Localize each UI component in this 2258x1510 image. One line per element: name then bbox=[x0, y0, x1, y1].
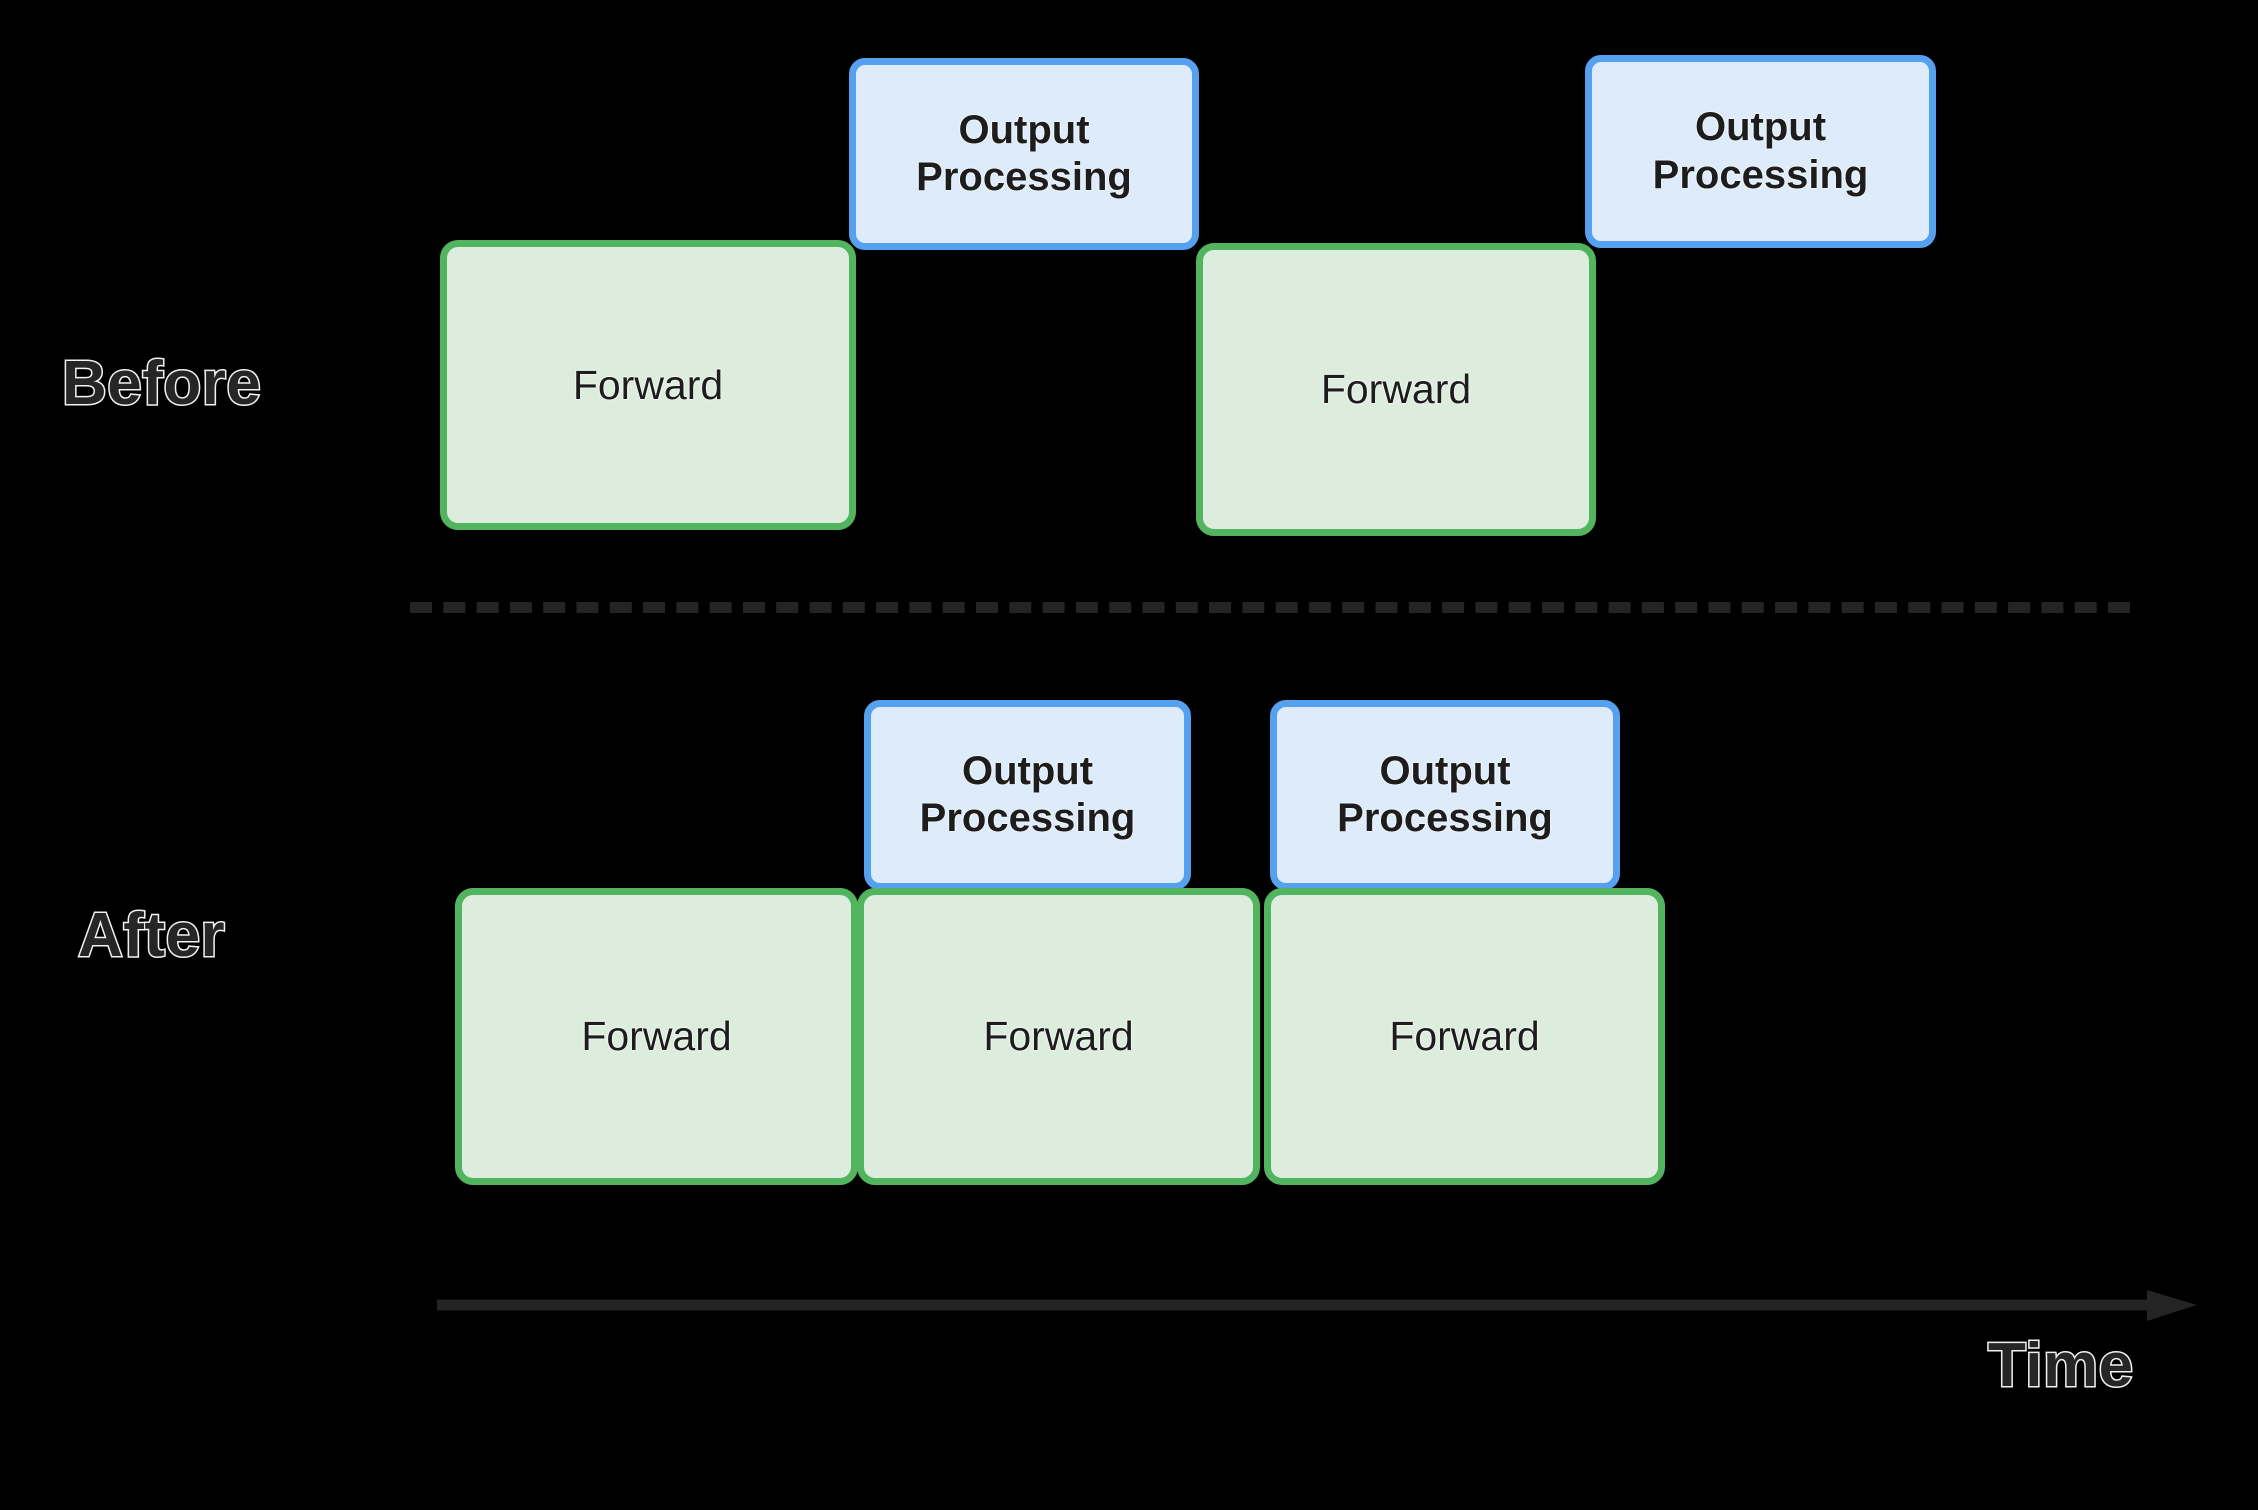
after-forward-block-2: Forward bbox=[857, 888, 1260, 1185]
before-forward-block-2-label: Forward bbox=[1320, 366, 1472, 413]
before-output-block-1: Output Processing bbox=[849, 58, 1199, 250]
before-forward-block-1-label: Forward bbox=[572, 361, 724, 408]
after-forward-block-1-label: Forward bbox=[581, 1013, 732, 1060]
before-forward-block-2: Forward bbox=[1196, 243, 1596, 536]
after-forward-block-3: Forward bbox=[1264, 888, 1665, 1185]
time-axis-label: Time bbox=[1987, 1330, 2135, 1402]
before-output-block-2: Output Processing bbox=[1585, 55, 1936, 248]
after-output-block-1-label: Output Processing bbox=[919, 748, 1136, 840]
after-output-block-1: Output Processing bbox=[864, 700, 1191, 890]
time-axis-arrow bbox=[435, 1288, 2200, 1324]
after-forward-block-1: Forward bbox=[455, 888, 858, 1185]
after-output-block-2: Output Processing bbox=[1270, 700, 1620, 890]
before-forward-block-1: Forward bbox=[440, 240, 856, 530]
after-output-block-2-label: Output Processing bbox=[1337, 748, 1553, 840]
row-label-before: Before bbox=[60, 348, 262, 420]
after-forward-block-2-label: Forward bbox=[983, 1013, 1134, 1060]
row-label-after: After bbox=[76, 900, 226, 972]
section-divider bbox=[410, 602, 2130, 613]
before-output-block-2-label: Output Processing bbox=[1652, 105, 1869, 197]
before-output-block-1-label: Output Processing bbox=[916, 107, 1132, 199]
after-forward-block-3-label: Forward bbox=[1389, 1013, 1540, 1060]
